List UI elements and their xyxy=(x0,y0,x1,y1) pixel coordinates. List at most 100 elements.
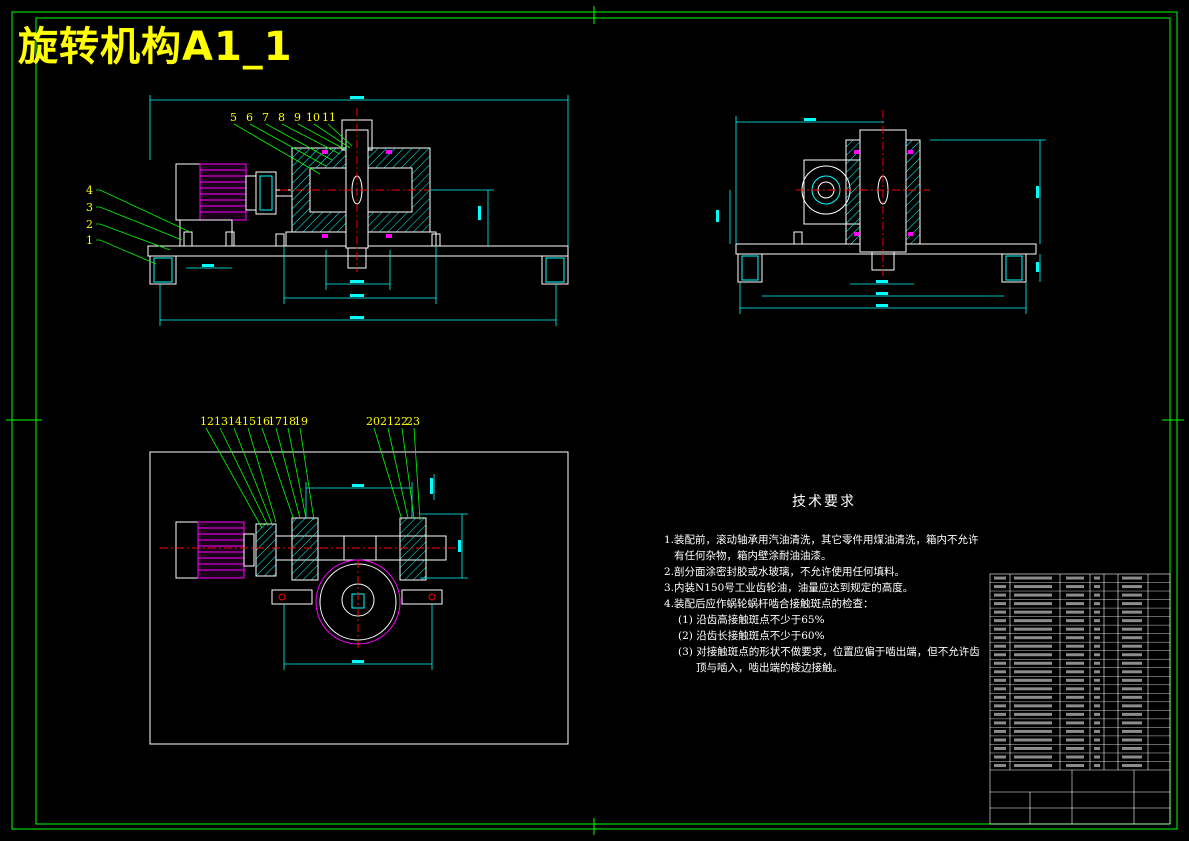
parts-list-cell-mark xyxy=(1094,704,1100,708)
balloon-20: 20 xyxy=(366,415,380,428)
front-leaders xyxy=(96,123,353,265)
note-line-5: 4.装配后应作蜗轮蜗杆啮合接触斑点的检查： xyxy=(664,598,874,610)
parts-list-cell-mark xyxy=(1122,755,1142,759)
parts-list-table xyxy=(989,573,1171,825)
parts-list-cell-mark xyxy=(1066,610,1084,614)
parts-list-cell-mark xyxy=(1094,687,1100,691)
parts-list-cell-mark xyxy=(994,593,1006,597)
balloon-12: 12 xyxy=(200,415,214,428)
parts-list-cell-mark xyxy=(994,661,1006,665)
parts-list-cell-mark xyxy=(1066,585,1084,589)
balloon-2: 2 xyxy=(86,218,93,231)
balloon-13: 13 xyxy=(214,415,228,428)
parts-list-cell-mark xyxy=(1094,602,1100,606)
balloon-14: 14 xyxy=(228,415,242,428)
parts-list-cell-mark xyxy=(1122,619,1142,623)
anchor-bolts xyxy=(183,231,441,247)
parts-list-cell-mark xyxy=(1122,644,1142,648)
parts-list-cell-mark xyxy=(1094,644,1100,648)
note-line-6: (1) 沿齿高接触斑点不少于65% xyxy=(678,614,825,626)
parts-list-cell-mark xyxy=(1122,610,1142,614)
parts-list-cell-mark xyxy=(994,738,1006,742)
parts-list-cell-mark xyxy=(1014,602,1052,606)
note-line-7: (2) 沿齿长接触斑点不少于60% xyxy=(678,630,825,642)
parts-list-cell-mark xyxy=(1122,678,1142,682)
coupling xyxy=(255,171,292,215)
parts-list-cell-mark xyxy=(1122,593,1142,597)
parts-list-cell-mark xyxy=(1122,721,1142,725)
parts-list-cell-mark xyxy=(1014,627,1052,631)
parts-list-cell-mark xyxy=(1066,593,1084,597)
note-line-1: 1.装配前，滚动轴承用汽油清洗，其它零件用煤油清洗，箱内不允许 xyxy=(664,534,979,546)
parts-list-cell-mark xyxy=(1066,746,1084,750)
parts-list-cell-mark xyxy=(994,746,1006,750)
side-gear-housing xyxy=(796,110,930,276)
parts-list-cell-mark xyxy=(994,636,1006,640)
side-view xyxy=(716,110,1046,314)
parts-list-cell-mark xyxy=(994,670,1006,674)
parts-list-cell-mark xyxy=(1014,576,1052,580)
parts-list-cell-mark xyxy=(1122,602,1142,606)
parts-list-cell-mark xyxy=(1014,687,1052,691)
parts-list-cell-mark xyxy=(1066,636,1084,640)
balloon-22: 22 xyxy=(394,415,408,428)
balloon-17: 17 xyxy=(268,415,282,428)
parts-list-cell-mark xyxy=(1094,593,1100,597)
balloon-5: 5 xyxy=(230,111,237,124)
note-line-4: 3.内装N150号工业齿轮油，油量应达到规定的高度。 xyxy=(664,582,914,594)
parts-list-cell-mark xyxy=(1014,619,1052,623)
sheet-frame xyxy=(6,6,1184,835)
plan-worm-wheel xyxy=(315,559,401,650)
balloon-8: 8 xyxy=(278,111,285,124)
parts-list-cell-mark xyxy=(1122,764,1142,768)
parts-list-cell-mark xyxy=(1122,729,1142,733)
parts-list-cell-mark xyxy=(1066,602,1084,606)
parts-list-cell-mark xyxy=(1094,661,1100,665)
parts-list-cell-mark xyxy=(1066,576,1084,580)
parts-list-cell-mark xyxy=(1122,653,1142,657)
parts-list-cell-mark xyxy=(1094,636,1100,640)
parts-list-cell-mark xyxy=(1014,670,1052,674)
balloon-10: 10 xyxy=(306,111,320,124)
parts-list-cell-mark xyxy=(1094,653,1100,657)
parts-list-cell-mark xyxy=(1066,695,1084,699)
parts-list-cell-mark xyxy=(994,687,1006,691)
balloon-11: 11 xyxy=(322,111,336,124)
parts-list-cell-mark xyxy=(1066,729,1084,733)
note-line-3: 2.剖分面涂密封胶或水玻璃，不允许使用任何填料。 xyxy=(664,566,906,578)
parts-list-cell-mark xyxy=(1094,729,1100,733)
balloon-21: 21 xyxy=(380,415,394,428)
technical-requirements: 技术要求 1.装配前，滚动轴承用汽油清洗，其它零件用煤油清洗，箱内不允许 有任何… xyxy=(664,494,980,676)
drawing-title: 旋转机构A1_1 xyxy=(18,24,293,70)
front-view xyxy=(96,95,569,326)
parts-list-cell-mark xyxy=(994,602,1006,606)
parts-list-cell-mark xyxy=(1094,585,1100,589)
parts-list-cell-mark xyxy=(1094,738,1100,742)
plan-view xyxy=(149,427,569,745)
parts-list-cell-mark xyxy=(1014,678,1052,682)
parts-list-cell-mark xyxy=(994,585,1006,589)
parts-list-cell-mark xyxy=(1014,764,1052,768)
note-line-8: (3) 对接触斑点的形状不做要求，位置应偏于啮出端，但不允许齿 xyxy=(678,646,980,658)
parts-list-cell-mark xyxy=(1094,619,1100,623)
parts-list-cell-mark xyxy=(1122,670,1142,674)
parts-list-cell-mark xyxy=(994,712,1006,716)
balloon-4: 4 xyxy=(86,184,93,197)
parts-list-cell-mark xyxy=(1014,644,1052,648)
parts-list-cell-mark xyxy=(994,619,1006,623)
parts-list-cell-mark xyxy=(1122,687,1142,691)
parts-list-cell-mark xyxy=(1094,670,1100,674)
parts-list-cell-mark xyxy=(1122,704,1142,708)
motor xyxy=(175,163,257,247)
parts-list-cell-mark xyxy=(994,653,1006,657)
parts-list-cell-mark xyxy=(1066,704,1084,708)
balloon-6: 6 xyxy=(246,111,253,124)
parts-list-cell-mark xyxy=(1122,636,1142,640)
parts-list-cell-mark xyxy=(1066,764,1084,768)
notes-heading: 技术要求 xyxy=(792,494,856,510)
balloon-7: 7 xyxy=(262,111,269,124)
parts-list-cell-mark xyxy=(1122,627,1142,631)
parts-list-cell-mark xyxy=(1066,670,1084,674)
parts-list-cell-mark xyxy=(1014,729,1052,733)
parts-list-cell-mark xyxy=(994,764,1006,768)
